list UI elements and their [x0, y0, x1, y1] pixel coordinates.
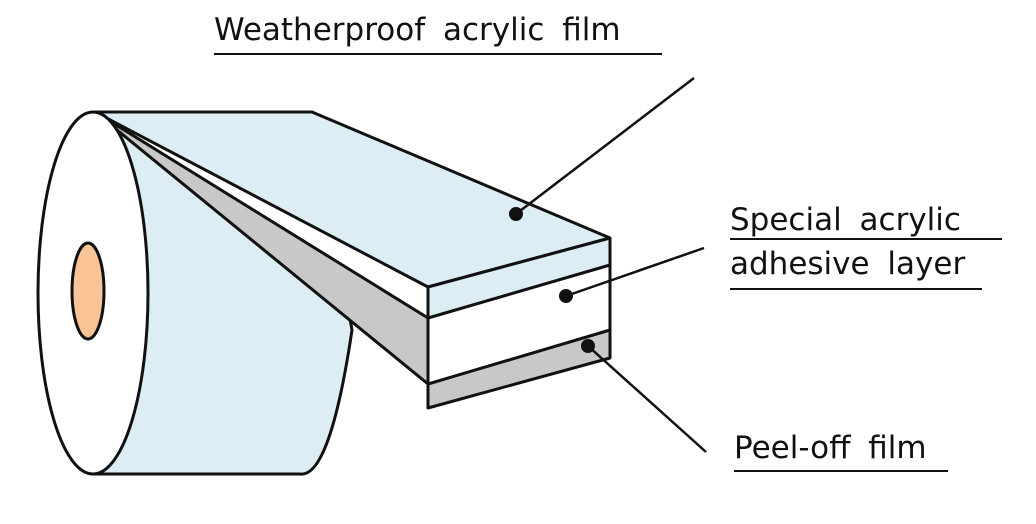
underline-weatherproof [214, 53, 662, 55]
leader-line-weatherproof [515, 77, 695, 215]
leader-dot-adhesive [559, 289, 573, 303]
underline-adhesive-1 [730, 238, 1002, 240]
weatherproof-film-edge [426, 236, 612, 320]
underline-peel-off [734, 470, 948, 472]
roll-core [70, 241, 106, 341]
leader-line-peel-off [587, 345, 707, 453]
label-weatherproof-film: Weatherproof acrylic film [214, 12, 621, 48]
label-adhesive-line1: Special acrylic [730, 202, 961, 238]
label-peel-off-film: Peel-off film [734, 430, 927, 466]
label-adhesive-layer: Special acrylic adhesive layer [730, 198, 965, 286]
label-adhesive-line2: adhesive layer [730, 246, 966, 282]
leader-line-adhesive [565, 246, 705, 298]
leader-dot-peel-off [581, 339, 595, 353]
underline-adhesive-2 [730, 288, 982, 290]
leader-dot-weatherproof [509, 207, 523, 221]
